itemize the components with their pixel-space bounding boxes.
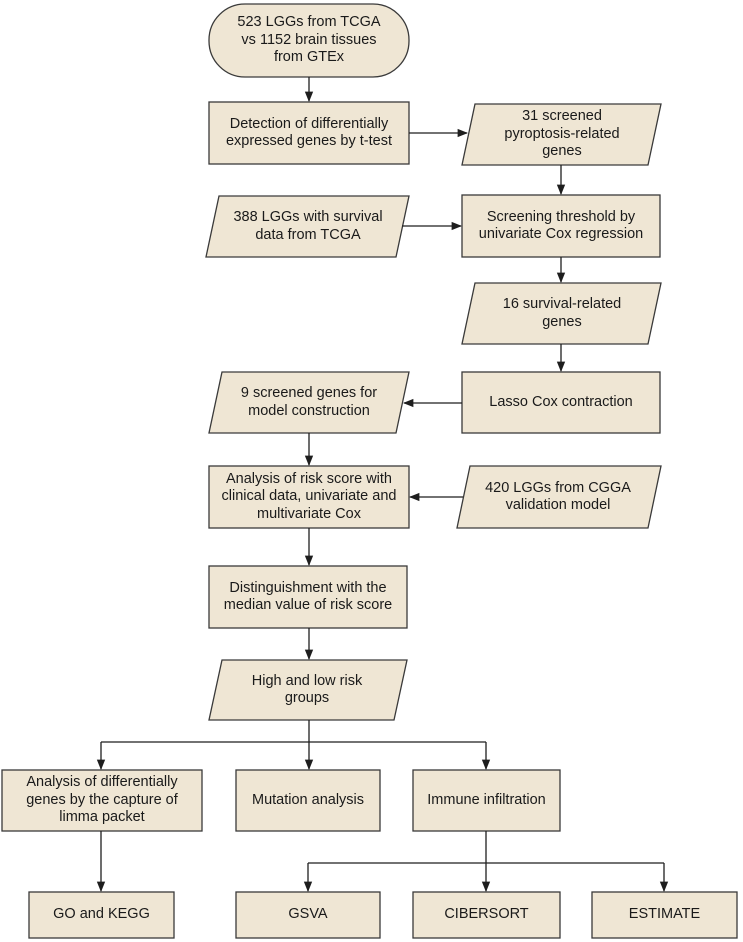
cgga-validation-parallelogram [456,465,662,529]
lasso-cox-label: Lasso Cox contraction [489,393,633,410]
immune-box [412,769,561,832]
deg-ttest-label: Detection of differentially expressed ge… [225,115,393,150]
gsva-label: GSVA [288,906,328,923]
limma-analysis-box [1,769,203,832]
estimate-label: ESTIMATE [628,906,701,923]
risk-groups-parallelogram [208,659,408,721]
immune-label: Immune infiltration [427,791,546,808]
mutation-box [235,769,381,832]
model-genes-label: 9 screened genes for model construction [240,385,378,419]
univariate-cox-box [461,194,661,258]
mutation-label: Mutation analysis [251,791,365,808]
start-terminal-label: 523 LGGs from TCGA vs 1152 brain tissues… [237,14,381,66]
pyroptosis-genes-parallelogram [461,103,662,166]
deg-ttest-box [208,101,410,165]
survival-data-parallelogram [205,195,410,258]
model-genes-parallelogram [208,371,410,434]
risk-groups-label: High and low risk groups [251,672,363,707]
cgga-validation-label: 420 LGGs from CGGA validation model [485,479,631,514]
pyroptosis-genes-label: 31 screened pyroptosis-related genes [504,108,620,160]
survival-genes-label: 16 survival-related genes [502,296,622,330]
univariate-cox-label: Screening threshold by univariate Cox re… [478,208,644,243]
cibersort-box [412,891,561,939]
go-kegg-label: GO and KEGG [53,906,150,923]
gsva-box [235,891,381,939]
estimate-box [591,891,738,939]
risk-analysis-label: Analysis of risk score with clinical dat… [221,470,397,522]
limma-analysis-label: Analysis of differentially genes by the … [26,774,178,826]
cibersort-label: CIBERSORT [444,906,529,923]
survival-data-label: 388 LGGs with survival data from TCGA [233,209,383,243]
median-split-box [208,565,408,629]
median-split-label: Distinguishment with the median value of… [223,579,393,614]
survival-genes-parallelogram [461,282,662,345]
